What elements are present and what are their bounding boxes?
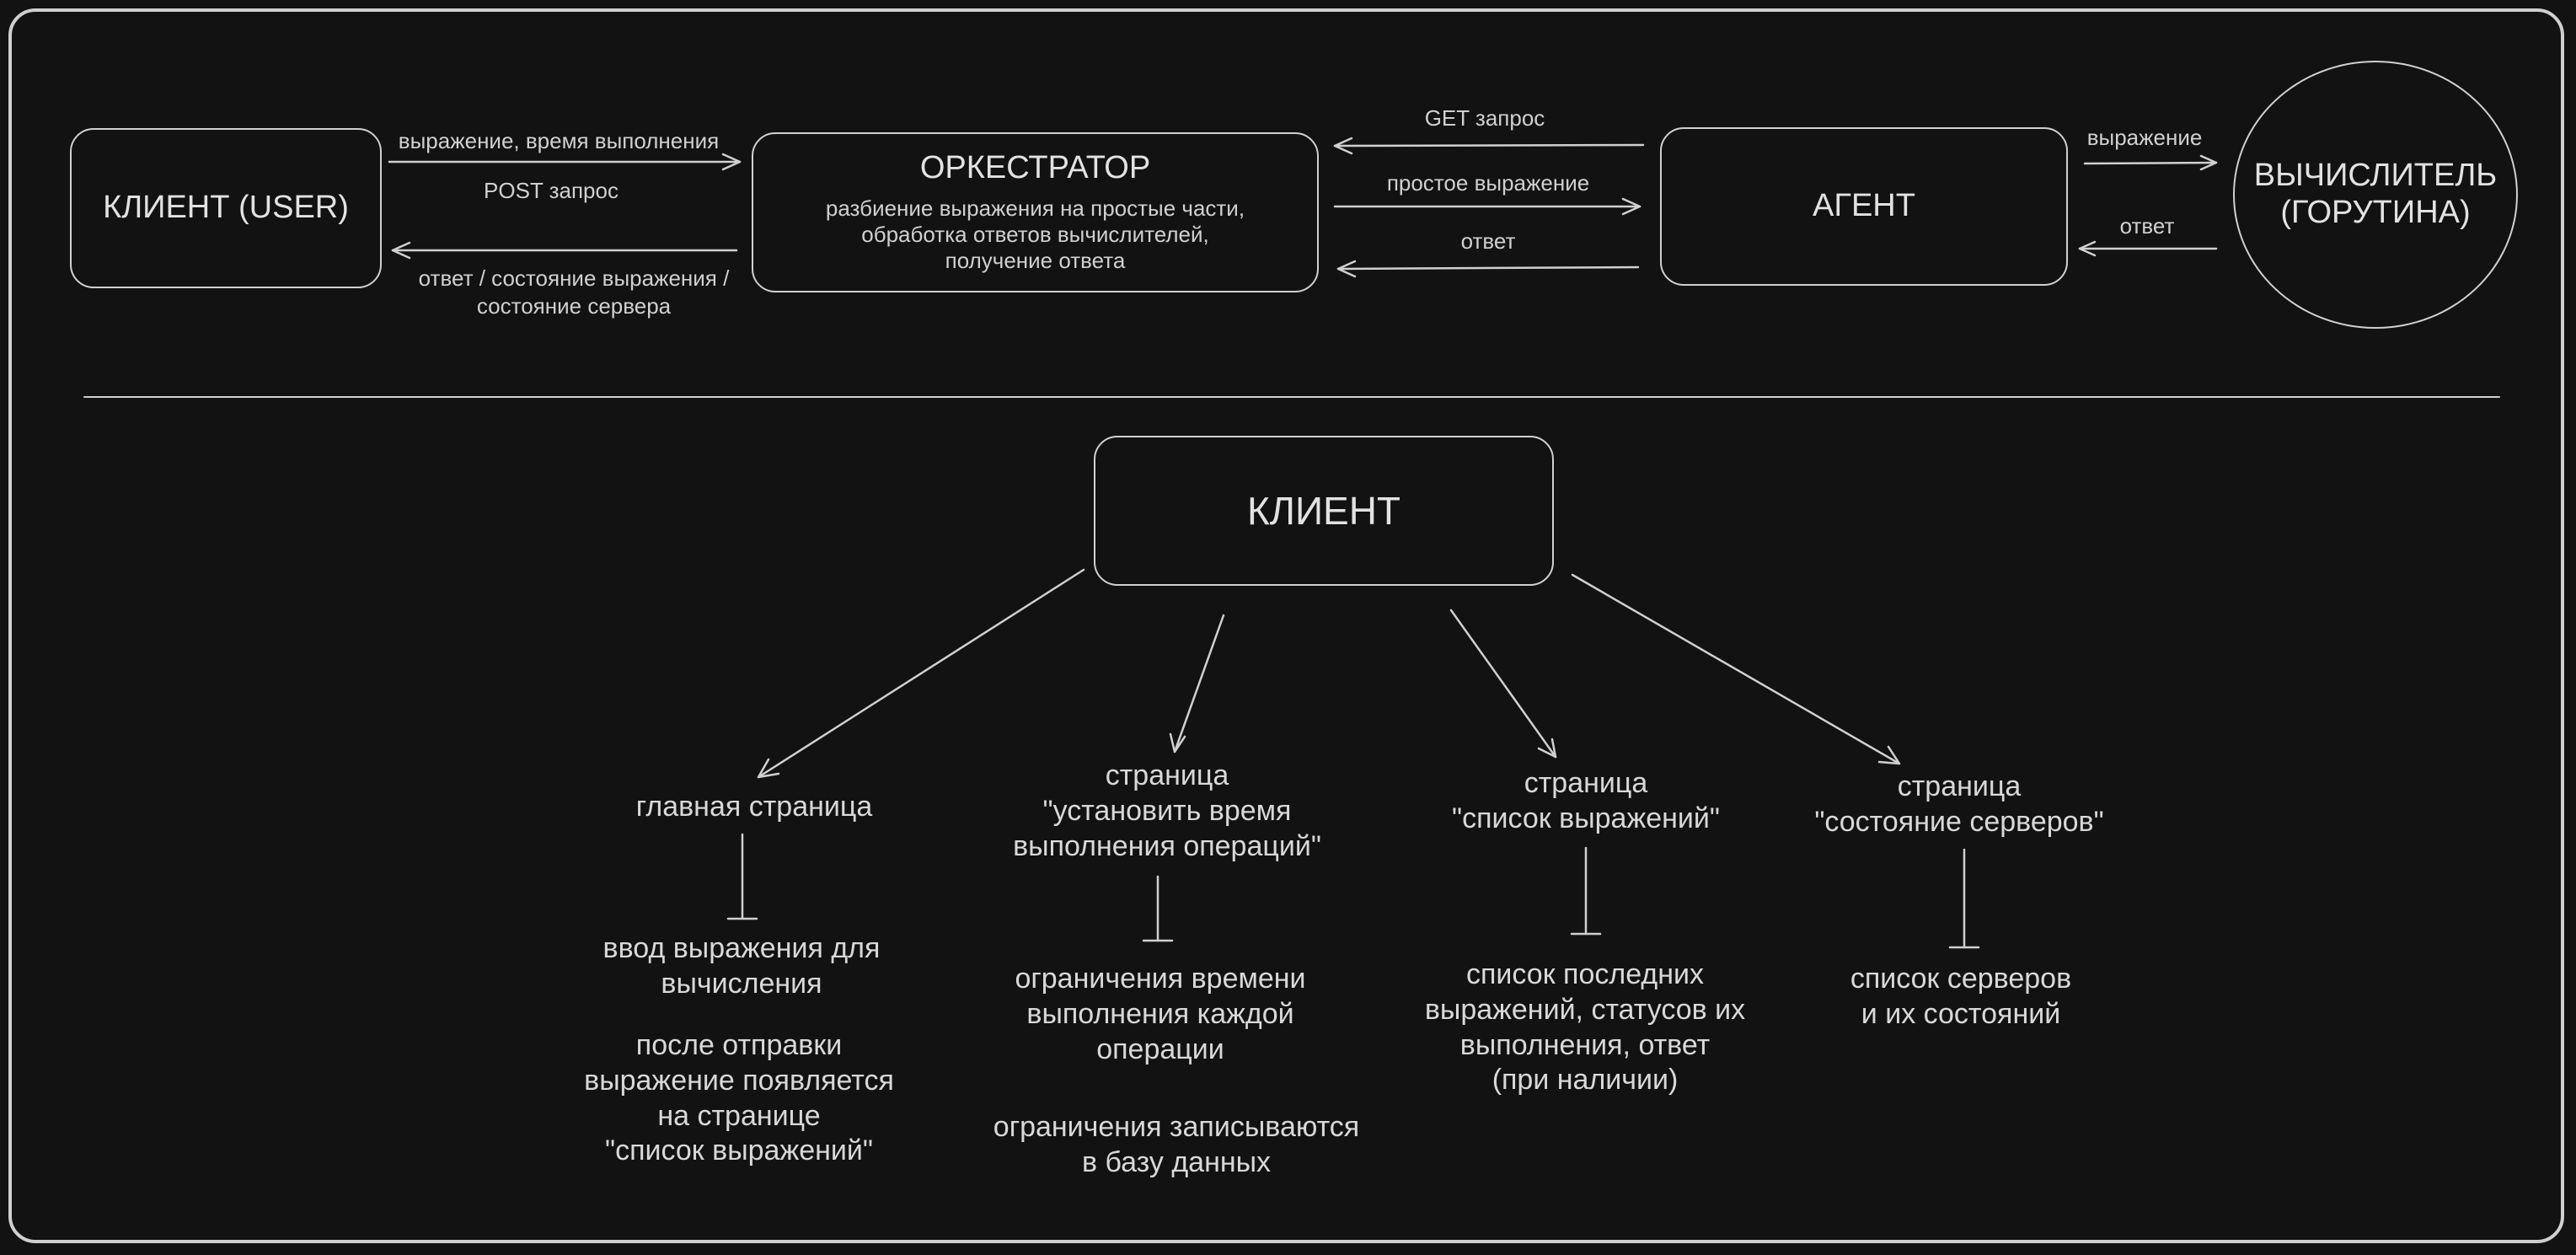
page-time-title: страница "установить время выполнения оп… (1013, 759, 1321, 862)
arrow-orchestrator-to-client (391, 241, 738, 260)
time-page-detail-db: ограничения записываются в базу данных (993, 1111, 1360, 1178)
calculator-node: ВЫЧИСЛИТЕЛЬ (ГОРУТИНА) (2233, 61, 2518, 329)
expressions-page-detail: список последних выражений, статусов их … (1424, 958, 1746, 1097)
orchestrator-description: разбиение выражения на простые части, об… (825, 196, 1245, 274)
agent-label: АГЕНТ (1813, 188, 1915, 224)
arrow-agent-to-calculator (2083, 154, 2218, 171)
link-servers-page-details (1948, 848, 1980, 949)
calculator-label: ВЫЧИСЛИТЕЛЬ (ГОРУТИНА) (2253, 158, 2498, 230)
label-post-request: POST запрос (484, 178, 619, 203)
arrow-agent-to-orchestrator-answer (1336, 260, 1640, 278)
main-page-detail-input: ввод выражения для вычисления (602, 932, 881, 1000)
arrow-orchestrator-to-agent-simple (1333, 197, 1641, 216)
page-servers-title: страница "состояние серверов" (1814, 770, 2104, 838)
label-expression-time: выражение, время выполнения (398, 128, 720, 153)
link-expressions-page-details (1570, 846, 1602, 936)
arrow-client-to-servers-page (1571, 573, 1901, 765)
link-time-page-details (1142, 875, 1174, 942)
label-answer-orchestrator: ответ (1460, 228, 1516, 254)
time-page-detail-limits: ограничения времени выполнения каждой оп… (1015, 963, 1306, 1065)
label-simple-expression: простое выражение (1386, 170, 1590, 196)
label-get-request: GET запрос (1424, 105, 1545, 131)
page-main-title: главная страница (635, 791, 873, 823)
arrow-client-to-main-page (757, 568, 1085, 779)
client-node: КЛИЕНТ (1094, 436, 1554, 586)
page-expressions-title: страница "список выражений" (1452, 767, 1720, 834)
client-label: КЛИЕНТ (1246, 489, 1401, 533)
diagram-frame (8, 8, 2564, 1243)
arrow-calculator-to-agent (2078, 240, 2218, 257)
client-user-node: КЛИЕНТ (USER) (70, 128, 382, 288)
agent-node: АГЕНТ (1660, 127, 2068, 286)
arrow-client-to-orchestrator (388, 153, 742, 171)
main-page-detail-after-submit: после отправки выражение появляется на с… (584, 1029, 894, 1167)
orchestrator-node: ОРКЕСТРАТОР разбиение выражения на прост… (752, 132, 1319, 292)
label-expression: выражение (2086, 125, 2203, 150)
label-answer-agent: ответ (2119, 213, 2175, 239)
arrow-client-to-time-page (1169, 614, 1225, 754)
arrow-agent-to-orchestrator-get (1333, 137, 1645, 155)
arrow-client-to-expressions-page (1449, 609, 1557, 759)
label-answer-state: ответ / состояние выражения / состояние … (418, 265, 730, 319)
link-main-page-details (726, 833, 758, 920)
servers-page-detail: список серверов и их состояний (1850, 963, 2072, 1030)
orchestrator-title: ОРКЕСТРАТОР (919, 150, 1151, 186)
client-user-label: КЛИЕНТ (USER) (103, 190, 349, 226)
